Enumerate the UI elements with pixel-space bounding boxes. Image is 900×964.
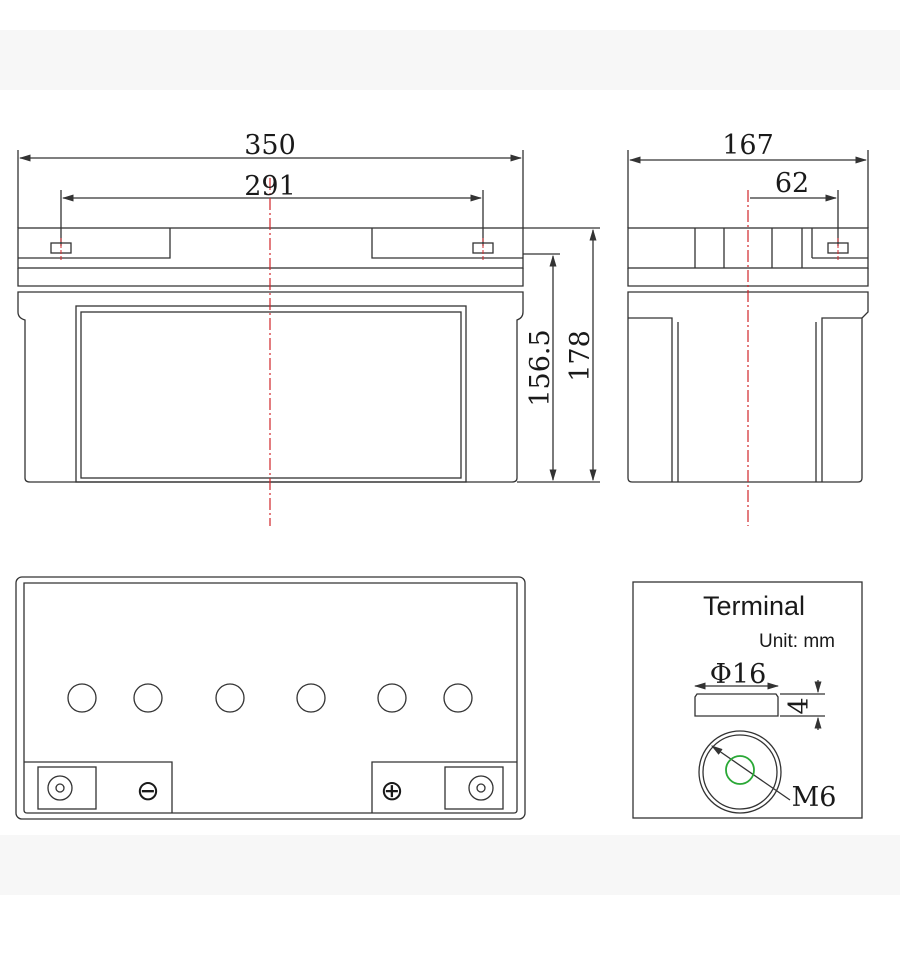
terminal-top-outer <box>698 730 782 814</box>
dim-height-178: 178 <box>565 330 596 382</box>
unit-label: Unit: mm <box>759 631 835 652</box>
terminal-title: Terminal <box>703 591 805 621</box>
dim-depth-167: 167 <box>722 130 774 161</box>
vent-cap <box>215 683 245 713</box>
vent-cap <box>377 683 407 713</box>
background-band-top <box>0 30 900 90</box>
dim-terminal-offset-62: 62 <box>775 168 809 199</box>
vent-cap <box>296 683 326 713</box>
top-view <box>15 576 526 820</box>
dim-height-156-5: 156.5 <box>525 329 556 406</box>
vent-cap <box>133 683 163 713</box>
positive-symbol: ⊕ <box>380 775 403 806</box>
dim-terminal-spacing-291: 291 <box>244 171 296 202</box>
terminal-detail <box>632 581 863 819</box>
vent-cap <box>67 683 97 713</box>
side-view <box>627 150 869 483</box>
background-band-bottom <box>0 835 900 895</box>
front-view <box>17 150 600 483</box>
thread-ring <box>725 755 755 785</box>
terminal-profile <box>694 693 779 717</box>
dim-thickness: 4 <box>784 697 815 714</box>
positive-terminal-pad <box>444 766 504 810</box>
negative-symbol: ⊖ <box>136 775 159 806</box>
negative-terminal-pad <box>37 766 97 810</box>
thread-size: M6 <box>792 782 837 813</box>
vent-cap <box>443 683 473 713</box>
terminal-detail-frame <box>632 581 863 819</box>
dim-diameter: Φ16 <box>710 659 767 690</box>
dim-width-350: 350 <box>244 130 296 161</box>
